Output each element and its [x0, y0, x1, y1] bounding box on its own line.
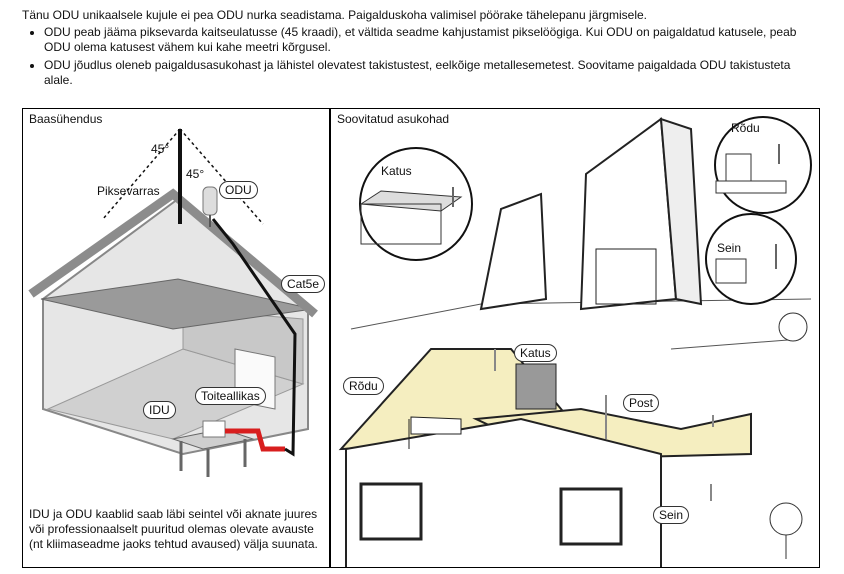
- panel-title-recommended: Soovitatud asukohad: [337, 112, 450, 126]
- wall-top-label: Sein: [717, 241, 742, 255]
- intro-bullets: ODU peab jääma piksevarda kaitseulatusse…: [22, 25, 822, 88]
- basic-connection-panel: Baasühendus 45° 45° Piksevarras ODU Cat5…: [22, 108, 330, 568]
- balcony-top-label: Rõdu: [731, 121, 760, 135]
- angle-left-label: 45°: [151, 142, 170, 156]
- idu-label: IDU: [143, 401, 176, 419]
- angle-right-label: 45°: [186, 167, 205, 181]
- recommended-locations-panel: Soovitatud asukohad Katus Rõdu Sein Katu…: [330, 108, 820, 568]
- intro-text: Tänu ODU unikaalsele kujule ei pea ODU n…: [22, 8, 822, 91]
- intro-paragraph: Tänu ODU unikaalsele kujule ei pea ODU n…: [22, 8, 648, 22]
- roof-top-label: Katus: [381, 164, 412, 178]
- roof-bottom-label: Katus: [514, 344, 557, 362]
- balcony-bottom-label: Rõdu: [343, 377, 384, 395]
- lightning-rod-label: Piksevarras: [97, 184, 160, 198]
- cat5e-label: Cat5e: [281, 275, 326, 293]
- odu-label: ODU: [219, 181, 258, 199]
- wall-bottom-label: Sein: [653, 506, 690, 524]
- bullet-obstacles: ODU jõudlus oleneb paigaldusasukohast ja…: [44, 58, 822, 88]
- power-adapter-label: Toiteallikas: [195, 387, 266, 405]
- house-illustration: [28, 128, 318, 477]
- post-label: Post: [623, 394, 660, 412]
- panel-title-basic: Baasühendus: [29, 112, 103, 126]
- locations-illustration: [338, 116, 812, 567]
- bullet-lightning: ODU peab jääma piksevarda kaitseulatusse…: [44, 25, 822, 55]
- cable-note: IDU ja ODU kaablid saab läbi seintel või…: [29, 507, 319, 552]
